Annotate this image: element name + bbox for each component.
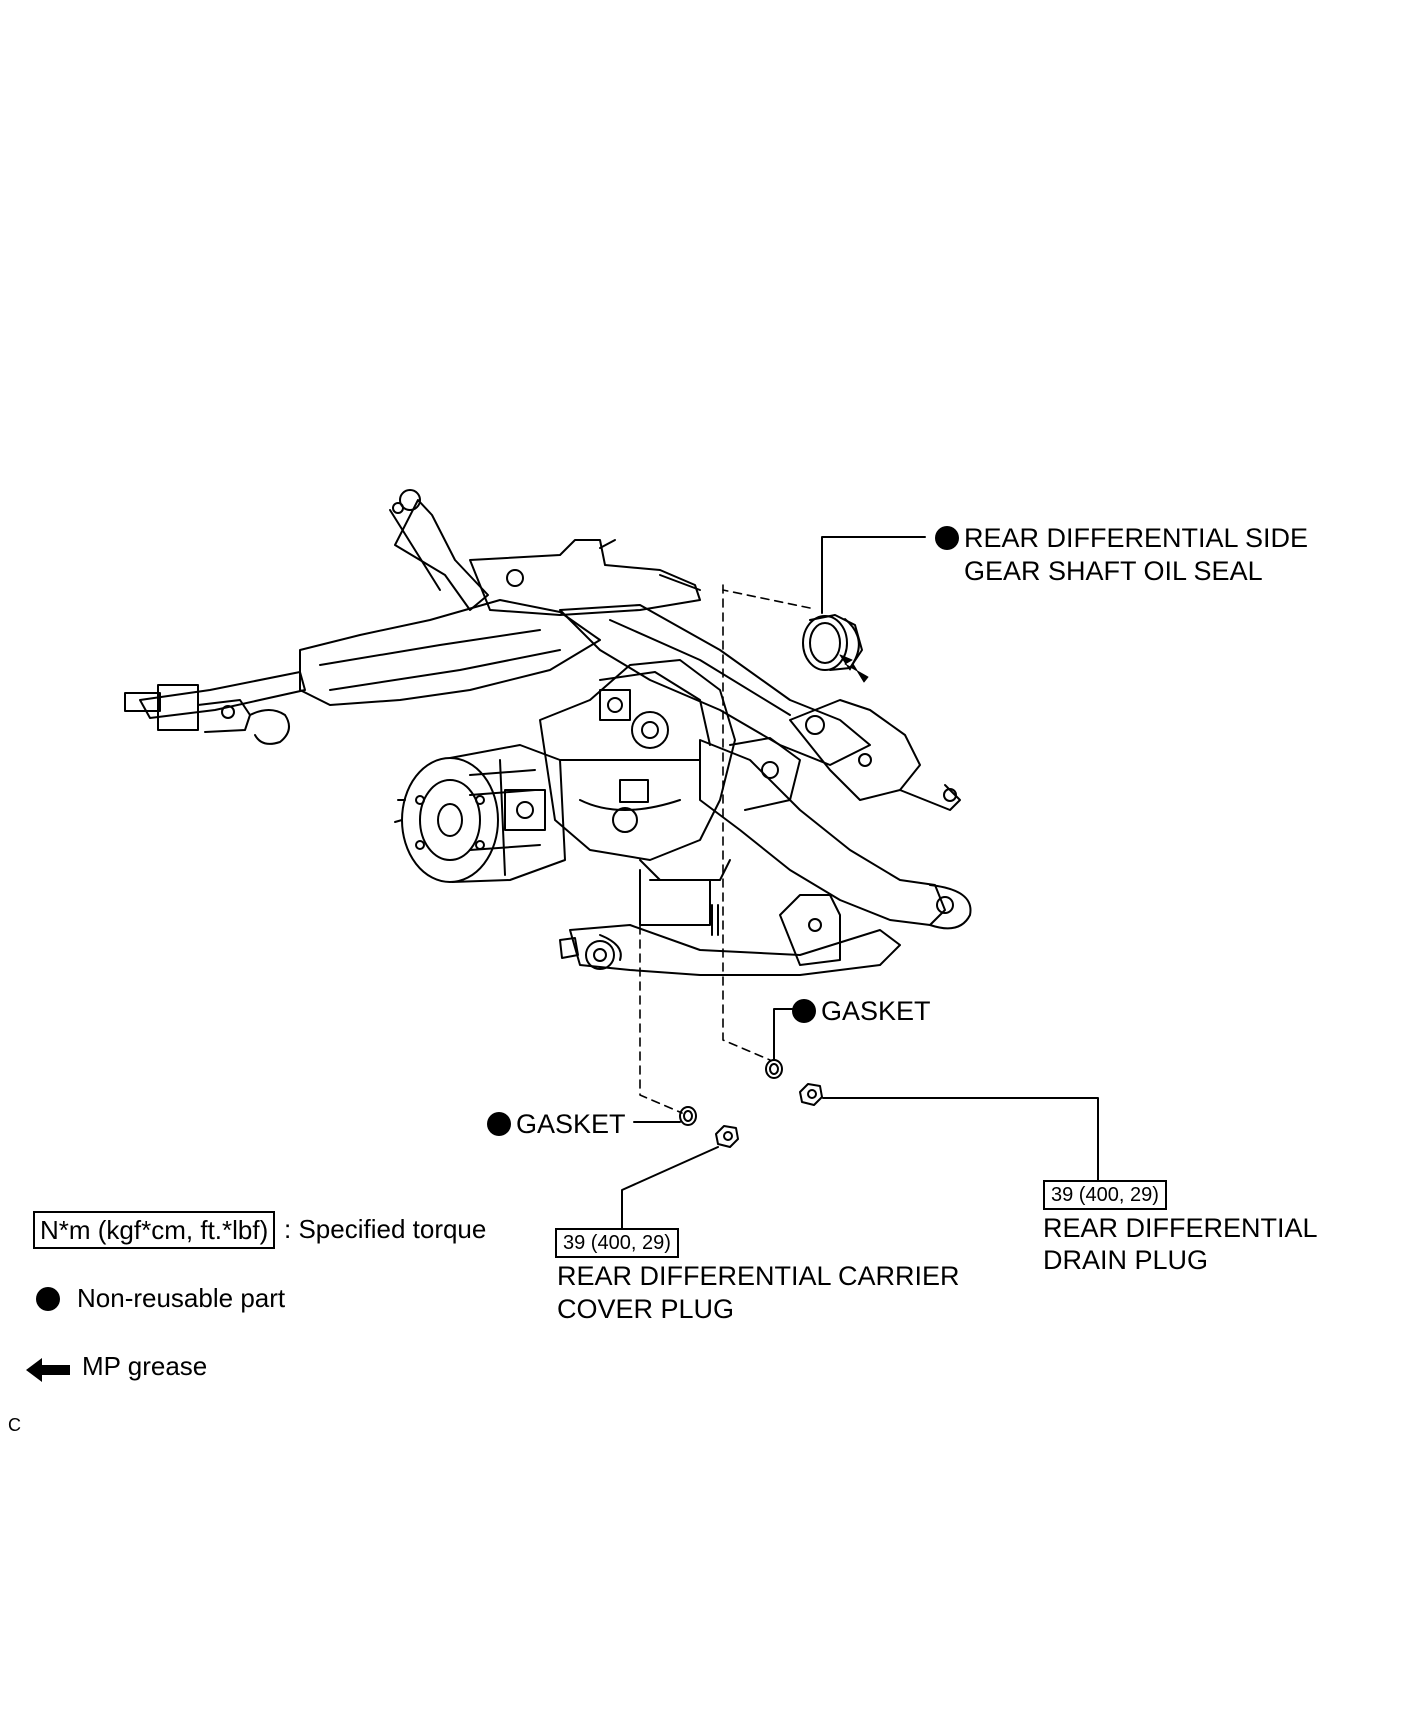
non-reusable-dot-icon xyxy=(36,1287,60,1311)
differential-carrier xyxy=(394,659,801,883)
legend-non-reusable-text: Non-reusable part xyxy=(77,1283,286,1313)
carrier-plug-torque-box: 39 (400, 29) xyxy=(555,1228,679,1258)
gasket-upper-callout: GASKET xyxy=(792,995,931,1028)
drain-plug-label-line2: DRAIN PLUG xyxy=(1043,1245,1209,1275)
gasket-icon xyxy=(679,1059,783,1126)
corner-mark: C xyxy=(8,1415,21,1435)
grease-arrow-icon xyxy=(26,1358,70,1382)
legend-torque-box: N*m (kgf*cm, ft.*lbf) xyxy=(33,1211,276,1249)
non-reusable-dot-icon xyxy=(935,526,959,550)
drain-plug-torque-box: 39 (400, 29) xyxy=(1043,1180,1167,1210)
non-reusable-dot-icon xyxy=(792,999,816,1023)
gasket-lower-label: GASKET xyxy=(516,1109,626,1139)
plug-icon xyxy=(715,1083,823,1148)
non-reusable-dot-icon xyxy=(487,1112,511,1136)
gasket-lower-callout: GASKET xyxy=(487,1108,626,1141)
oil-seal-label-line1: REAR DIFFERENTIAL SIDE xyxy=(964,523,1309,553)
grease-arrow-icon xyxy=(839,654,869,683)
legend-mp-grease-text: MP grease xyxy=(82,1351,208,1381)
drain-plug-label-line1: REAR DIFFERENTIAL xyxy=(1043,1213,1318,1243)
suspension-subframe xyxy=(124,489,972,976)
oil-seal-callout: REAR DIFFERENTIAL SIDE xyxy=(935,522,1308,555)
gasket-upper-label: GASKET xyxy=(821,996,931,1026)
legend-torque-text: : Specified torque xyxy=(284,1214,487,1244)
carrier-plug-label-line1: REAR DIFFERENTIAL CARRIER xyxy=(557,1261,960,1291)
assembly-dashed-lines xyxy=(639,584,811,1114)
oil-seal-label-line2: GEAR SHAFT OIL SEAL xyxy=(964,556,1263,586)
oil-seal-leader xyxy=(821,536,926,614)
leader-lines xyxy=(621,1008,1099,1231)
oil-seal-icon xyxy=(802,614,863,671)
carrier-plug-label-line2: COVER PLUG xyxy=(557,1294,735,1324)
